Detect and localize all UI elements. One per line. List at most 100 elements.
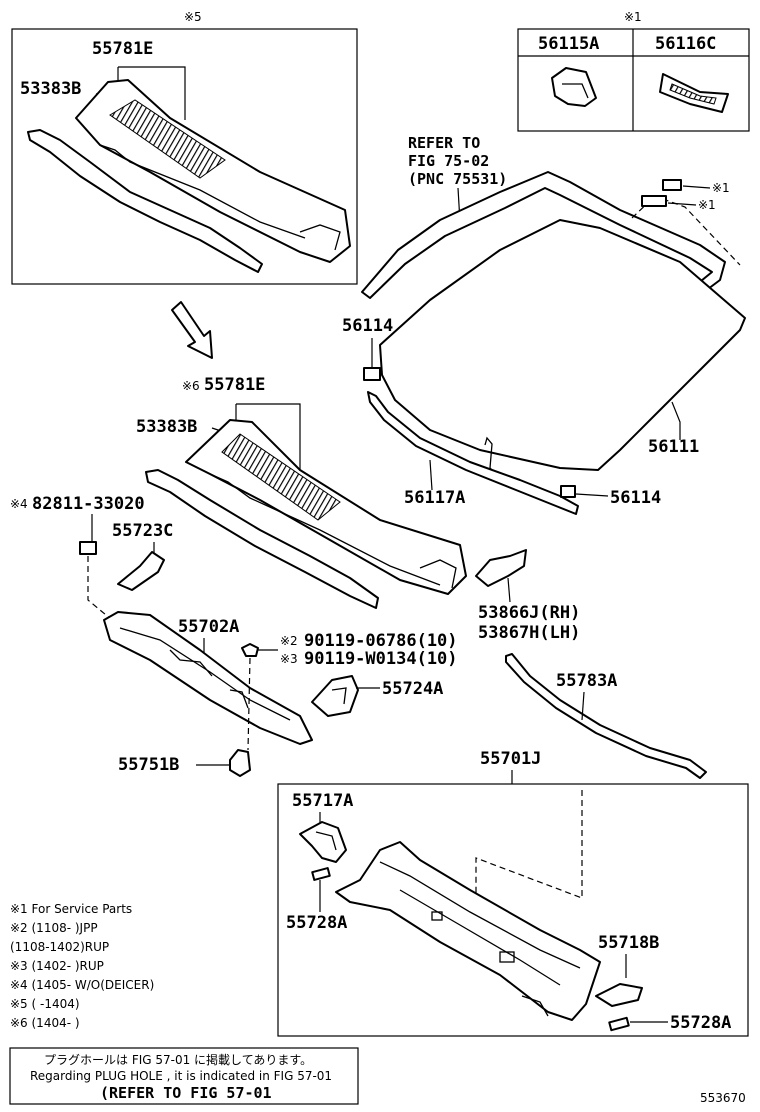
seal-53866j	[475, 549, 527, 587]
inset-box-service-parts: ※1 56115A 56116C	[517, 10, 750, 132]
leader-line	[671, 401, 681, 440]
part-number-55718b: 55718B	[598, 933, 659, 953]
mark-5: ※5	[184, 10, 202, 24]
spacer-56114	[560, 485, 576, 498]
cowl-side-panel-group: 55702A ※2 90119-06786(10) ※3 90119-W0134…	[103, 611, 458, 777]
inset-box-55701j: 55701J 55717A 55728A 55718B 55728A	[277, 749, 749, 1037]
part-number-55783a: 55783A	[556, 671, 617, 691]
leader-line	[682, 185, 711, 189]
seal-55783a-group: 55783A	[505, 653, 707, 779]
mark-3: ※3	[280, 652, 298, 666]
mark-2: ※2	[280, 634, 298, 648]
bracket-55718b	[595, 983, 643, 1007]
cowl-seal-strip	[145, 469, 379, 609]
diagram-id: 553670	[700, 1091, 746, 1105]
cowl-panel-55701j	[335, 841, 601, 1021]
refer-fig-line2: FIG 75-02	[408, 152, 489, 170]
cowl-side-panel	[103, 611, 313, 745]
clip-82811-group: ※4 82811-33020 55723C	[10, 494, 173, 621]
arrow-indicator	[171, 301, 213, 359]
legend-line: (1108-1402)RUP	[10, 940, 109, 954]
seal-55728a	[311, 867, 331, 881]
mark-6: ※6	[182, 379, 200, 393]
leader-line	[507, 577, 511, 603]
footer-english-note: Regarding PLUG HOLE , it is indicated in…	[30, 1069, 332, 1083]
part-number-56114: 56114	[342, 316, 393, 336]
mark-4: ※4	[10, 497, 28, 511]
panel-detail	[379, 861, 581, 969]
spacer-56114	[363, 367, 381, 381]
inset-frame	[11, 28, 358, 285]
panel-detail	[399, 889, 561, 986]
bracket-detail	[315, 831, 337, 851]
seal-55728a	[608, 1016, 630, 1032]
seal-55783a	[505, 653, 707, 779]
inset-box-variant-5: ※5 55781E 53383B	[11, 10, 358, 285]
leader-line	[236, 403, 301, 470]
cowl-edge-detail	[209, 473, 441, 586]
legend-line: ※3 (1402- )RUP	[10, 959, 104, 973]
legend-line: ※2 (1108- )JPP	[10, 921, 98, 935]
part-number-55702a: 55702A	[178, 617, 239, 637]
leader-line	[429, 459, 433, 491]
legend-line: ※6 (1404- )	[10, 1016, 80, 1030]
panel-detail	[521, 995, 549, 1017]
bracket-55717a	[299, 821, 347, 863]
lower-molding	[367, 391, 579, 515]
bracket-55723c	[117, 551, 165, 591]
cowl-seal-strip	[27, 129, 263, 273]
retainer-55751b	[229, 749, 251, 777]
clip-56115a	[551, 67, 597, 107]
windshield-glass	[379, 219, 746, 471]
cowl-vent-grille	[109, 99, 226, 179]
cowl-edge-detail	[99, 144, 306, 239]
footer-reference-box: プラグホールは FIG 57-01 に掲載してあります。 Regarding P…	[9, 1047, 359, 1105]
legend: ※1 For Service Parts ※2 (1108- )JPP (110…	[10, 902, 154, 1030]
footer-japanese-note: プラグホールは FIG 57-01 に掲載してあります。	[44, 1052, 312, 1067]
inset-frame	[277, 783, 749, 1037]
legend-line: ※1 For Service Parts	[10, 902, 132, 916]
part-number-56117a: 56117A	[404, 488, 465, 508]
panel-detail	[119, 627, 291, 721]
panel-hole	[431, 911, 443, 921]
clip-detail	[562, 83, 589, 99]
legend-line: ※5 ( -1404)	[10, 997, 80, 1011]
leader-line	[118, 66, 186, 120]
part-number-56111: 56111	[648, 437, 699, 457]
locator-dashed-line	[247, 657, 251, 751]
part-number-55717a: 55717A	[292, 791, 353, 811]
panel-detail	[229, 689, 249, 709]
clip-texture	[669, 83, 717, 105]
part-number-53383b: 53383B	[136, 417, 197, 437]
part-number-56114: 56114	[610, 488, 661, 508]
locator-dashed-line	[87, 556, 113, 621]
part-number-56116c: 56116C	[655, 34, 716, 54]
part-number-90119-06786: 90119-06786(10)	[304, 631, 458, 651]
part-number-53867h-lh: 53867H(LH)	[478, 623, 580, 643]
part-number-55781e: 55781E	[92, 39, 153, 59]
part-number-55701j: 55701J	[480, 749, 541, 769]
panel-detail	[169, 649, 213, 677]
clip-56115a-location	[662, 179, 682, 191]
refer-fig-line1: REFER TO	[408, 134, 480, 152]
cowl-vent-grille	[221, 433, 341, 521]
bracket-55724a-group: 55724A	[311, 675, 443, 717]
cowl-main-group: ※6 55781E 53383B	[136, 375, 467, 609]
leader-line	[581, 691, 585, 721]
mark-1: ※1	[624, 10, 642, 24]
clip-82811	[79, 541, 97, 555]
part-number-55728a: 55728A	[286, 913, 347, 933]
panel-hole	[499, 951, 515, 963]
seal-53866-group: 53866J(RH) 53867H(LH)	[475, 549, 580, 643]
refer-fig-line3: (PNC 75531)	[408, 170, 507, 188]
clip-56116c-location	[641, 195, 667, 207]
mark-1: ※1	[698, 198, 716, 212]
bracket-detail	[331, 687, 347, 705]
part-number-53866j-rh: 53866J(RH)	[478, 603, 580, 623]
locator-dashed-line	[475, 790, 583, 904]
bracket-55724a	[311, 675, 359, 717]
part-number-55781e: 55781E	[204, 375, 265, 395]
bolt-90119	[241, 643, 259, 657]
part-number-55724a: 55724A	[382, 679, 443, 699]
